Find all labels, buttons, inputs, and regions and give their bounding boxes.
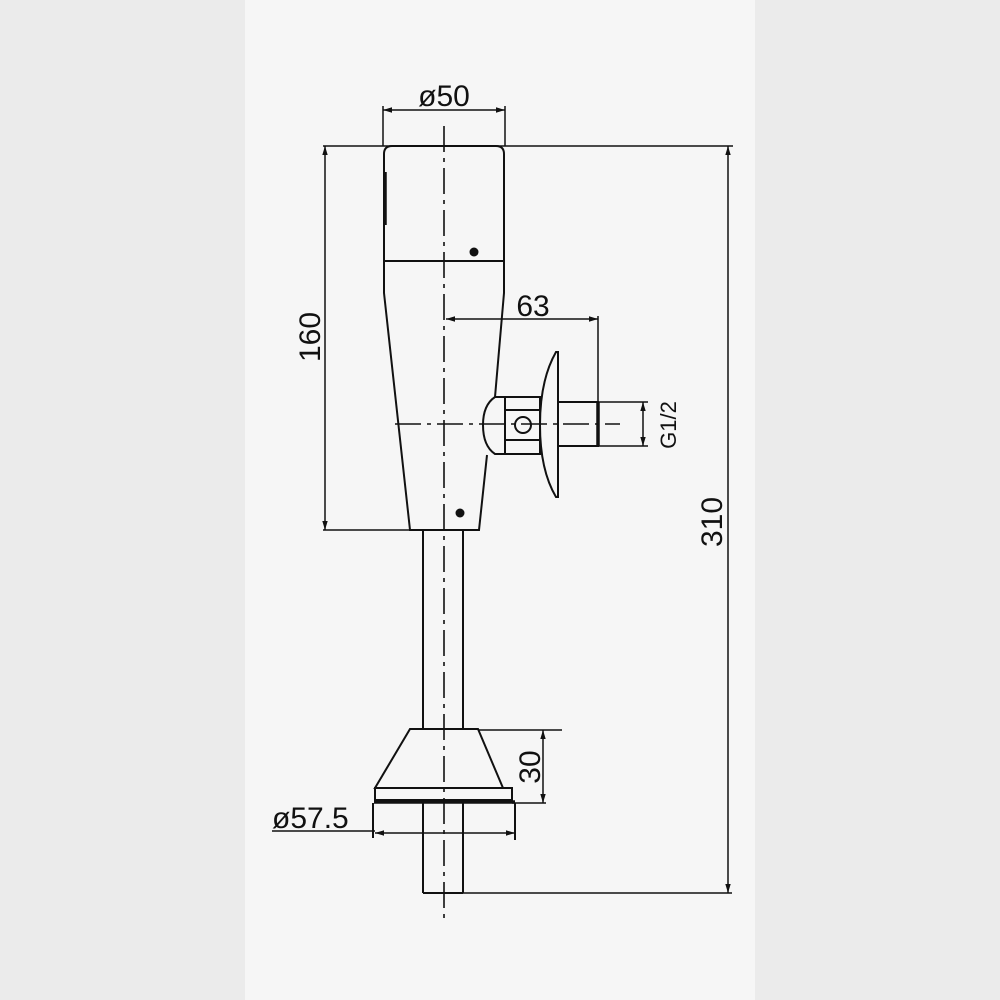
dim-cone-height: 30 — [514, 750, 547, 783]
sensor-dot — [469, 247, 479, 257]
flush-pipe — [372, 530, 516, 894]
dim-top-diameter: ø50 — [418, 80, 470, 113]
inlet-connection — [481, 351, 648, 498]
dim-total-height: 310 — [696, 497, 729, 547]
dim-thread: G1/2 — [656, 401, 681, 449]
dimension-lines — [272, 106, 733, 894]
dim-outlet-offset: 63 — [516, 290, 549, 323]
sensor-dot — [455, 508, 465, 518]
dim-base-diameter: ø57.5 — [272, 802, 349, 835]
dim-body-height: 160 — [294, 312, 327, 362]
